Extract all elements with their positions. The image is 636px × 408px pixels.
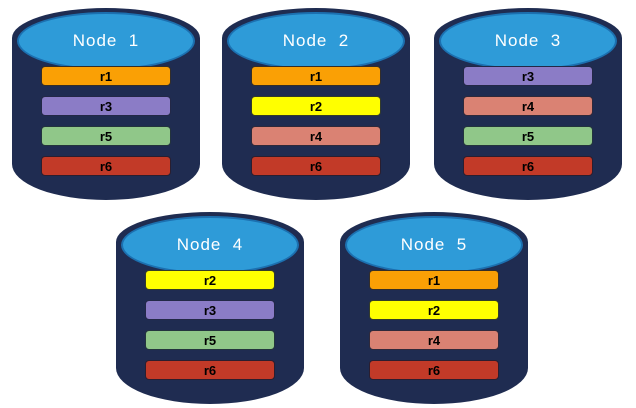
replica-label: r4 (521, 98, 535, 114)
cylinder-top: Node 5 (345, 216, 523, 274)
replica-bar: r5 (41, 126, 171, 146)
cylinder-top: Node 2 (227, 12, 405, 70)
replica-bar: r2 (251, 96, 381, 116)
cylinder-top: Node 1 (17, 12, 195, 70)
replica-label: r5 (99, 128, 113, 144)
replica-bar: r6 (251, 156, 381, 176)
replica-label: r6 (521, 158, 535, 174)
replica-bar: r4 (251, 126, 381, 146)
node-cylinder: Node 5 r1 r2 r4 r6 (340, 212, 528, 404)
node-cylinder: Node 2 r1 r2 r4 r6 (222, 8, 410, 200)
node-cylinder: Node 1 r1 r3 r5 r6 (12, 8, 200, 200)
replica-label: r6 (427, 362, 441, 378)
replica-label: r2 (427, 302, 441, 318)
replica-label: r1 (99, 68, 113, 84)
replica-label: r1 (427, 272, 441, 288)
replica-bar: r5 (463, 126, 593, 146)
cylinder-top: Node 3 (439, 12, 617, 70)
replica-bar: r2 (145, 270, 275, 290)
replica-label: r6 (203, 362, 217, 378)
node-title: Node 3 (494, 31, 562, 50)
replica-label: r5 (521, 128, 535, 144)
node-cylinder: Node 3 r3 r4 r5 r6 (434, 8, 622, 200)
node-title: Node 4 (176, 235, 244, 254)
replica-bar-list: r1 r2 r4 r6 (369, 270, 499, 390)
replica-bar: r6 (41, 156, 171, 176)
replica-label: r3 (99, 98, 113, 114)
replica-bar-list: r1 r3 r5 r6 (41, 66, 171, 186)
node-title: Node 5 (400, 235, 468, 254)
replica-bar: r4 (463, 96, 593, 116)
replica-bar: r2 (369, 300, 499, 320)
replica-bar: r1 (251, 66, 381, 86)
node-title: Node 2 (282, 31, 350, 50)
replica-bar: r3 (463, 66, 593, 86)
replica-bar: r1 (41, 66, 171, 86)
replica-label: r2 (309, 98, 323, 114)
replica-bar: r6 (145, 360, 275, 380)
replica-bar-list: r3 r4 r5 r6 (463, 66, 593, 186)
node-title: Node 1 (72, 31, 140, 50)
replica-bar: r6 (369, 360, 499, 380)
replica-bar: r5 (145, 330, 275, 350)
node-cylinder: Node 4 r2 r3 r5 r6 (116, 212, 304, 404)
replica-bar-list: r2 r3 r5 r6 (145, 270, 275, 390)
replica-label: r1 (309, 68, 323, 84)
replica-label: r6 (309, 158, 323, 174)
replica-bar: r3 (41, 96, 171, 116)
replica-label: r3 (521, 68, 535, 84)
replica-label: r4 (309, 128, 323, 144)
replica-bar: r1 (369, 270, 499, 290)
replica-bar: r3 (145, 300, 275, 320)
replica-label: r4 (427, 332, 441, 348)
replica-label: r6 (99, 158, 113, 174)
replica-bar-list: r1 r2 r4 r6 (251, 66, 381, 186)
replica-label: r2 (203, 272, 217, 288)
replica-label: r3 (203, 302, 217, 318)
replica-bar: r4 (369, 330, 499, 350)
replica-bar: r6 (463, 156, 593, 176)
replica-label: r5 (203, 332, 217, 348)
cylinder-top: Node 4 (121, 216, 299, 274)
